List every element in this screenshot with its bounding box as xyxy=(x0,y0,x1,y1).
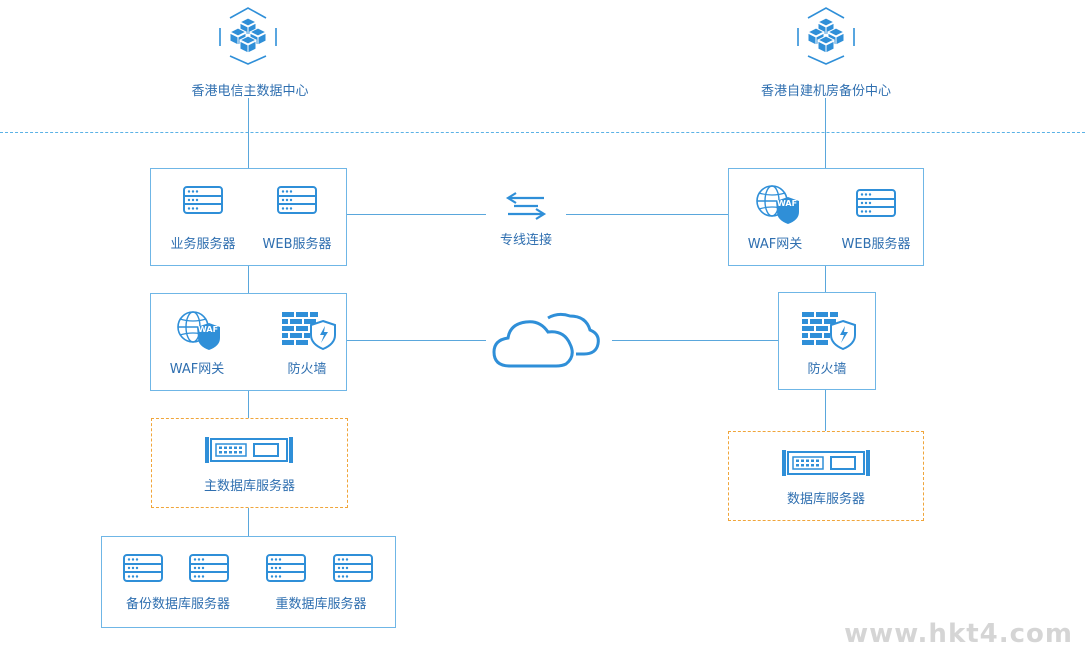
server-icon xyxy=(123,554,163,582)
waf-badge-text: WAF xyxy=(197,325,219,334)
datacenter-cube-icon xyxy=(216,6,280,66)
backup-app-server-group xyxy=(728,168,924,266)
server-icon xyxy=(189,554,229,582)
main-db-label: 主数据库服务器 xyxy=(203,479,295,494)
connector-line xyxy=(248,508,249,537)
firewall-icon xyxy=(801,311,857,351)
server-icon xyxy=(266,554,306,582)
dedicated-line-arrows-icon xyxy=(505,192,547,220)
heavy-db-label: 重数据库服务器 xyxy=(275,597,367,612)
watermark: www.hkt4.com xyxy=(844,619,1073,649)
biz-server-label: 业务服务器 xyxy=(170,237,236,252)
server-icon xyxy=(333,554,373,582)
waf-badge-text: WAF xyxy=(776,199,798,208)
firewall-label: 防火墙 xyxy=(287,362,327,377)
server-icon xyxy=(856,189,896,217)
connector-line xyxy=(248,265,249,293)
backup-db-group xyxy=(728,431,924,521)
zone-separator xyxy=(0,132,1085,133)
backup-firewall-label: 防火墙 xyxy=(807,362,847,377)
db-server-icon xyxy=(781,449,871,477)
connector-line xyxy=(346,340,486,341)
connector-line xyxy=(612,340,778,341)
connector-line xyxy=(825,389,826,431)
server-icon xyxy=(277,186,317,214)
backup-waf-label: WAF网关 xyxy=(747,237,803,252)
backup-web-server-label: WEB服务器 xyxy=(841,237,911,252)
main-center-title: 香港电信主数据中心 xyxy=(191,84,309,99)
connector-line xyxy=(825,265,826,292)
firewall-icon xyxy=(281,311,337,351)
connector-line xyxy=(248,98,249,168)
dedicated-line-label: 专线连接 xyxy=(499,233,552,248)
connector-line xyxy=(825,98,826,168)
main-db-group xyxy=(151,418,348,508)
connector-line xyxy=(346,214,486,215)
datacenter-cube-icon xyxy=(794,6,858,66)
db-server-icon xyxy=(204,436,294,464)
connector-line xyxy=(566,214,728,215)
replica-db-group xyxy=(101,536,396,628)
server-icon xyxy=(183,186,223,214)
backup-db-label: 备份数据库服务器 xyxy=(125,597,230,612)
cloud-icon xyxy=(492,312,600,368)
backup-center-title: 香港自建机房备份中心 xyxy=(760,84,891,99)
connector-line xyxy=(248,390,249,418)
waf-label: WAF网关 xyxy=(169,362,225,377)
web-server-label: WEB服务器 xyxy=(262,237,332,252)
backup-db-label: 数据库服务器 xyxy=(786,492,865,507)
app-server-group xyxy=(150,168,347,266)
